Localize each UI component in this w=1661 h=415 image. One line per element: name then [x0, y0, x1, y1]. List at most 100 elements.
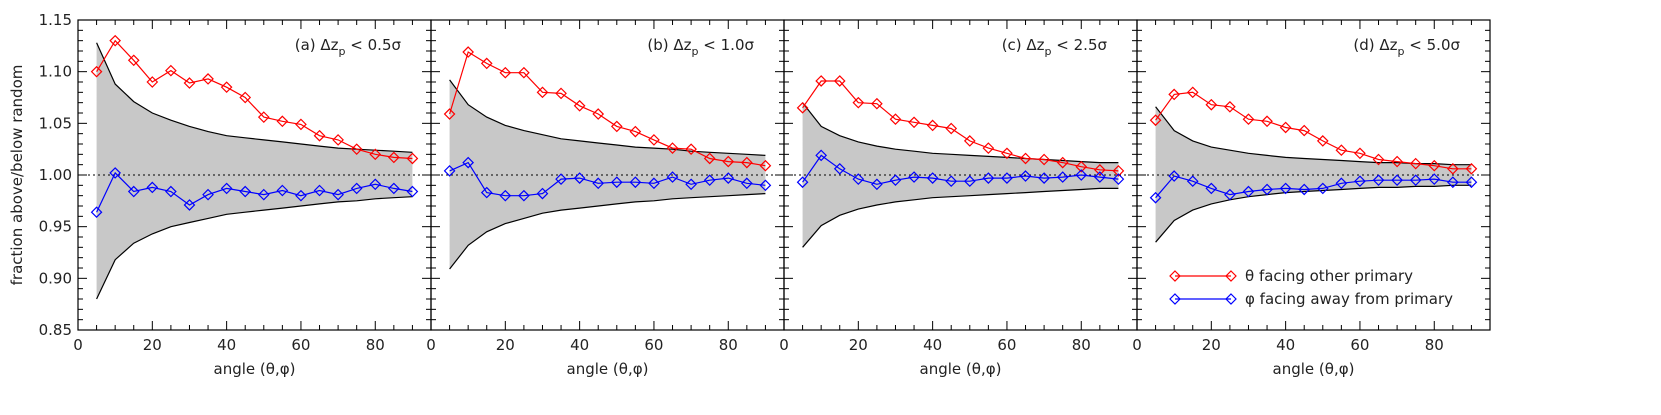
- phi-point: [1409, 174, 1422, 187]
- phi-point: [982, 172, 995, 184]
- x-axis-title: angle (θ,φ): [1273, 360, 1355, 378]
- phi-point: [666, 171, 679, 183]
- phi-point: [313, 184, 326, 197]
- phi-point: [1019, 170, 1032, 182]
- legend-marker: [1169, 270, 1181, 282]
- phi-point: [202, 188, 214, 201]
- theta-point: [703, 152, 716, 165]
- phi-point: [1112, 173, 1125, 185]
- panel-label: (d) Δzp < 5.0σ: [1353, 36, 1460, 58]
- phi-point: [1465, 176, 1478, 189]
- phi-point: [1391, 174, 1403, 187]
- theta-point: [1224, 100, 1236, 113]
- theta-point: [1168, 88, 1181, 101]
- legend-label-0: θ facing other primary: [1245, 267, 1413, 285]
- theta-point: [1093, 163, 1106, 176]
- phi-series-line: [96, 171, 413, 213]
- x-tick-label-3: 60: [291, 336, 310, 354]
- theta-point: [295, 118, 307, 131]
- phi-point: [555, 173, 567, 185]
- theta-point: [1019, 152, 1032, 165]
- phi-point: [1428, 173, 1441, 185]
- phi-point: [1205, 182, 1218, 195]
- theta-point: [871, 97, 883, 110]
- phi-point: [815, 149, 828, 162]
- phi-point: [350, 182, 363, 195]
- x-tick-label-4: 80: [366, 336, 385, 354]
- theta-point: [518, 66, 530, 79]
- phi-point: [796, 176, 809, 189]
- y-tick-label-5: 1.10: [39, 63, 72, 81]
- x-tick-label-1: 20: [143, 336, 162, 354]
- theta-point: [1465, 162, 1478, 175]
- theta-point: [889, 113, 902, 126]
- random-band: [449, 79, 766, 270]
- y-tick-label-2: 0.95: [39, 218, 72, 236]
- phi-point: [722, 172, 735, 184]
- band-lower-edge: [449, 193, 766, 270]
- phi-point: [963, 175, 976, 188]
- theta-point: [1056, 156, 1069, 169]
- x-tick-label-2: 40: [923, 336, 942, 354]
- theta-point: [833, 75, 846, 87]
- theta-point: [1279, 121, 1292, 134]
- theta-point: [480, 57, 493, 70]
- x-tick-label-0: 0: [73, 336, 83, 354]
- phi-point: [1001, 172, 1013, 184]
- panel-label: (b) Δzp < 1.0σ: [647, 36, 754, 58]
- phi-point: [406, 185, 419, 198]
- legend: θ facing other primary φ facing away from…: [1169, 267, 1453, 308]
- theta-point: [406, 152, 419, 165]
- theta-point: [908, 116, 920, 129]
- x-tick-label-3: 60: [1350, 336, 1369, 354]
- theta-point: [1075, 160, 1088, 173]
- x-tick-label-0: 0: [779, 336, 789, 354]
- theta-point: [1372, 153, 1385, 166]
- theta-point: [1298, 124, 1311, 137]
- theta-point: [202, 73, 214, 85]
- phi-point: [480, 186, 493, 199]
- y-tick-label-1: 0.90: [39, 269, 72, 287]
- theta-point: [536, 86, 549, 99]
- theta-point: [109, 34, 122, 47]
- theta-point: [1205, 98, 1218, 111]
- theta-point: [629, 125, 642, 138]
- theta-point: [740, 156, 753, 169]
- theta-point: [239, 91, 252, 104]
- random-band: [96, 42, 413, 299]
- phi-point: [109, 167, 122, 179]
- phi-point: [369, 178, 382, 191]
- phi-point: [90, 206, 103, 219]
- phi-point: [276, 184, 289, 197]
- theta-point: [945, 122, 958, 135]
- phi-point: [387, 182, 400, 195]
- theta-point: [1316, 135, 1329, 147]
- x-tick-label-3: 60: [997, 336, 1016, 354]
- theta-point: [1261, 115, 1273, 128]
- theta-point: [1391, 155, 1403, 168]
- phi-point: [443, 165, 456, 177]
- x-tick-label-1: 20: [496, 336, 515, 354]
- x-axis-title: angle (θ,φ): [920, 360, 1002, 378]
- theta-point: [257, 111, 270, 123]
- phi-point: [703, 174, 716, 187]
- theta-point: [815, 75, 828, 87]
- phi-point: [759, 179, 772, 192]
- y-tick-label-6: 1.15: [39, 11, 72, 29]
- legend-marker: [1169, 293, 1181, 305]
- theta-point: [313, 129, 326, 142]
- phi-point: [518, 189, 530, 202]
- x-axis-title: angle (θ,φ): [214, 360, 296, 378]
- phi-point: [685, 178, 697, 191]
- theta-point: [592, 108, 605, 120]
- theta-point: [183, 77, 196, 89]
- theta-point: [759, 159, 772, 172]
- phi-point: [592, 177, 605, 190]
- legend-label-1: φ facing away from primary: [1245, 290, 1453, 308]
- phi-point: [146, 181, 159, 194]
- theta-point: [573, 99, 586, 112]
